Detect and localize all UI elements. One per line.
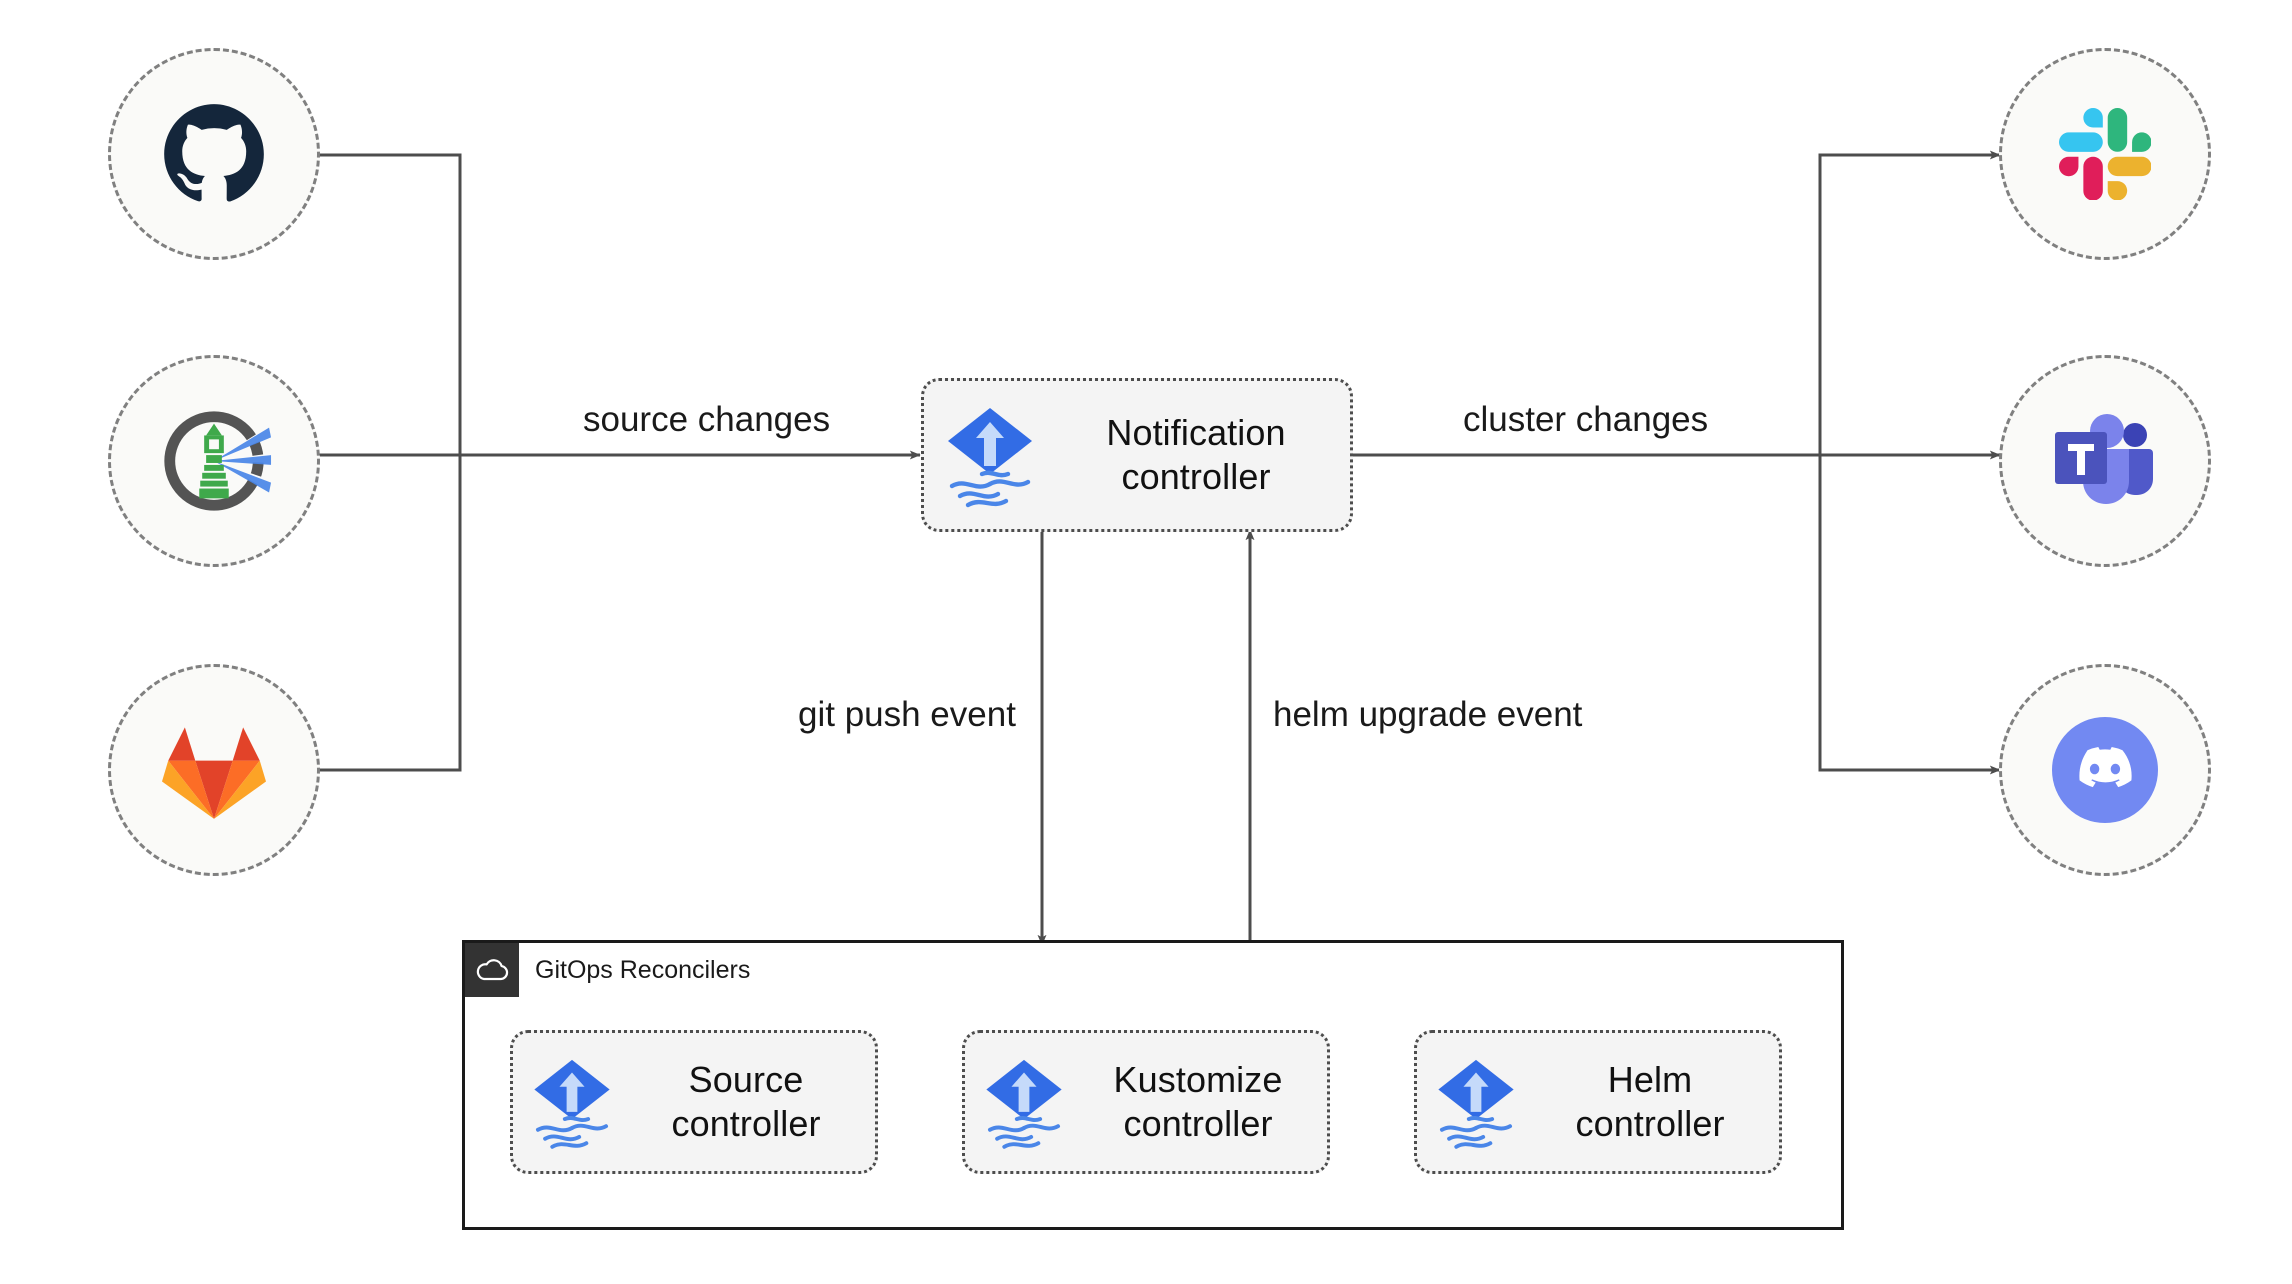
gitlab-icon <box>162 721 266 819</box>
edge-label-cluster-changes: cluster changes <box>1455 400 1717 440</box>
microsoft-teams-icon <box>2051 412 2159 510</box>
helm-controller-box[interactable]: Helm controller <box>1414 1030 1782 1174</box>
gitops-reconcilers-title: GitOps Reconcilers <box>535 955 751 984</box>
flux-controller-icon <box>513 1052 631 1152</box>
destination-node-slack[interactable] <box>1999 48 2211 260</box>
flux-controller-icon <box>1417 1052 1535 1152</box>
helm-controller-label: Helm controller <box>1575 1059 1725 1144</box>
slack-icon <box>2059 108 2151 200</box>
github-icon <box>162 102 266 206</box>
flux-controller-icon <box>965 1052 1083 1152</box>
discord-icon <box>2050 715 2160 825</box>
notification-controller-box[interactable]: Notification controller <box>921 378 1353 532</box>
source-controller-label: Source controller <box>671 1059 821 1144</box>
edge-label-helm-upgrade-event: helm upgrade event <box>1265 695 1591 735</box>
destination-node-discord[interactable] <box>1999 664 2211 876</box>
source-controller-box[interactable]: Source controller <box>510 1030 878 1174</box>
source-node-gitlab[interactable] <box>108 664 320 876</box>
gitops-reconcilers-header: GitOps Reconcilers <box>465 943 750 997</box>
edge-label-source-changes: source changes <box>575 400 839 440</box>
edge-label-git-push-event: git push event <box>790 695 1024 735</box>
flux-controller-icon <box>924 400 1056 510</box>
kustomize-controller-label: Kustomize controller <box>1113 1059 1283 1144</box>
destination-node-teams[interactable] <box>1999 355 2211 567</box>
kustomize-controller-box[interactable]: Kustomize controller <box>962 1030 1330 1174</box>
flux-lighthouse-icon <box>155 402 273 520</box>
notification-controller-label: Notification controller <box>1106 412 1286 497</box>
source-node-github[interactable] <box>108 48 320 260</box>
cloud-icon <box>465 943 519 997</box>
source-node-flux[interactable] <box>108 355 320 567</box>
